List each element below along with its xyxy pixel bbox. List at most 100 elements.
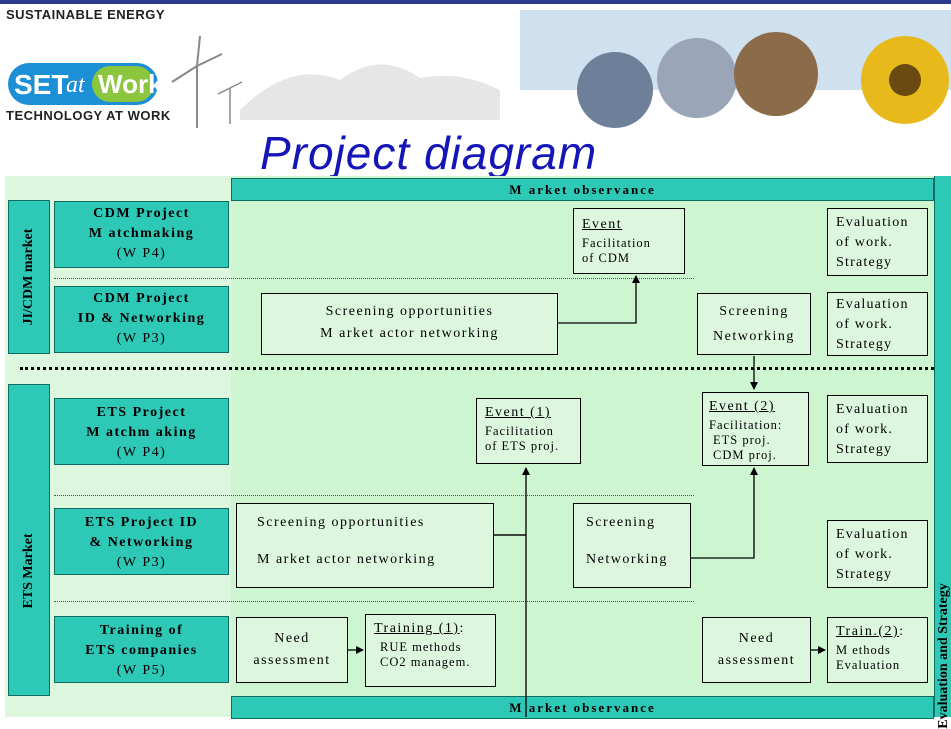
- need-assessment-box-2: Need assessment: [702, 617, 811, 683]
- box-line: Screening: [719, 304, 789, 319]
- box-line: Evaluation: [836, 658, 901, 672]
- box-line: Evaluation: [836, 402, 909, 417]
- box-line: of work.: [836, 547, 894, 562]
- box-line: Need: [274, 631, 310, 646]
- box-title-colon: :: [899, 624, 905, 639]
- market-observance-top: M arket observance: [231, 178, 934, 201]
- box-line: Strategy: [836, 255, 893, 270]
- evaluation-box-ets-networking: Evaluation of work. Strategy: [827, 520, 928, 588]
- evaluation-box-cdm-networking: Evaluation of work. Strategy: [827, 292, 928, 356]
- cdm-screening-networking-box: Screening Networking: [697, 293, 811, 355]
- wp-cdm-matchmaking: CDM Project M atchmaking (W P4): [54, 201, 229, 268]
- box-title: Event (1): [485, 405, 551, 420]
- box-line: CO2 managem.: [380, 655, 471, 669]
- logo-work: Work: [98, 69, 163, 99]
- box-line: assessment: [253, 653, 331, 668]
- box-line: Strategy: [836, 442, 893, 457]
- logo-tagline-top: SUSTAINABLE ENERGY: [6, 7, 165, 22]
- box-title-colon: :: [459, 621, 465, 636]
- box-line: Need: [738, 631, 775, 646]
- box-title: Train.(2): [836, 624, 900, 639]
- box-line: M arket actor networking: [320, 326, 499, 341]
- box-line: Evaluation: [836, 527, 909, 542]
- ets-screening-networking-box: Screening Networking: [573, 503, 691, 588]
- wp-title-line2: M atchmaking: [88, 226, 195, 241]
- top-border: [0, 0, 951, 4]
- cdm-screening-box: Screening opportunities M arket actor ne…: [261, 293, 558, 355]
- section-divider: [20, 367, 934, 370]
- wp-title-line1: Training of: [99, 623, 184, 638]
- wp-title-line2: & Networking: [89, 535, 194, 550]
- box-title: Event (2): [709, 399, 775, 414]
- ets-event1-box: Event (1) Facilitation of ETS proj.: [476, 398, 581, 464]
- cdm-event-box: Event Facilitation of CDM: [573, 208, 685, 274]
- header-graphics: [171, 10, 951, 128]
- need-assessment-box: Need assessment: [236, 617, 348, 683]
- box-line: Screening: [586, 515, 656, 530]
- wp-code: (W P3): [116, 331, 167, 346]
- box-line: of ETS proj.: [485, 439, 560, 453]
- wp-code: (W P4): [116, 246, 167, 261]
- wp-title-line1: CDM Project: [93, 291, 190, 306]
- wp-code: (W P3): [116, 555, 167, 570]
- box-line: Facilitation: [582, 236, 651, 250]
- box-line: Evaluation: [836, 297, 909, 312]
- row-divider: [54, 278, 694, 279]
- box-line: Networking: [586, 552, 668, 567]
- box-line: M ethods: [836, 643, 891, 657]
- evaluation-box-cdm-matchmaking: Evaluation of work. Strategy: [827, 208, 928, 276]
- logo-at: at: [66, 72, 85, 98]
- box-line: Strategy: [836, 567, 893, 582]
- photo-strip: [520, 10, 951, 128]
- box-line: M arket actor networking: [257, 552, 436, 567]
- box-title: Training (1): [374, 621, 460, 636]
- box-line: of work.: [836, 317, 894, 332]
- wp-ets-id-networking: ETS Project ID & Networking (W P3): [54, 508, 229, 575]
- box-line: of work.: [836, 422, 894, 437]
- jicdm-market-sidebar: JI/CDM market: [8, 200, 50, 354]
- wp-title-line1: ETS Project ID: [84, 515, 199, 530]
- wp-title-line2: ETS companies: [85, 643, 198, 658]
- arrow-training1-to-event1-line-up: [522, 467, 530, 717]
- wp-ets-matchmaking: ETS Project M atchm aking (W P4): [54, 398, 229, 465]
- ets-screening-box: Screening opportunities M arket actor ne…: [236, 503, 494, 588]
- box-line: assessment: [717, 653, 796, 668]
- evaluation-strategy-bar: Evaluation and Strategy: [934, 176, 951, 729]
- box-line: RUE methods: [380, 640, 462, 654]
- row-divider: [54, 495, 694, 496]
- box-line: Strategy: [836, 337, 893, 352]
- training1-box: Training (1): RUE methods CO2 managem.: [365, 614, 496, 687]
- wp-cdm-id-networking: CDM Project ID & Networking (W P3): [54, 286, 229, 353]
- page-title: Project diagram: [260, 127, 598, 179]
- wp-title-line2: M atchm aking: [86, 425, 197, 440]
- evaluation-box-ets-matchmaking: Evaluation of work. Strategy: [827, 395, 928, 463]
- wp-code: (W P5): [116, 663, 167, 678]
- arrow-ets-screening2-to-event2: [691, 467, 758, 559]
- mountain-shape: [240, 64, 500, 120]
- box-line: Screening opportunities: [325, 304, 494, 319]
- ets-event2-box: Event (2) Facilitation: ETS proj. CDM pr…: [702, 392, 809, 466]
- training2-box: Train.(2): M ethods Evaluation: [827, 617, 928, 683]
- logo-work-pill: [92, 66, 154, 102]
- logo-set: SET: [14, 69, 69, 100]
- box-line: Screening opportunities: [257, 515, 425, 530]
- box-line: Networking: [713, 329, 795, 344]
- box-line: of CDM: [582, 251, 631, 265]
- arrow-cdm-screening-to-event: [558, 275, 640, 324]
- box-line: ETS proj.: [713, 433, 771, 447]
- box-line: Facilitation: [485, 424, 554, 438]
- wp-title-line1: ETS Project: [96, 405, 187, 420]
- box-line: Evaluation: [836, 215, 909, 230]
- wp-title-line1: CDM Project: [93, 206, 190, 221]
- wp-title-line2: ID & Networking: [77, 311, 206, 326]
- box-line: of work.: [836, 235, 894, 250]
- wp-ets-training: Training of ETS companies (W P5): [54, 616, 229, 683]
- box-title: Event: [582, 217, 623, 232]
- logo-tagline-bottom: TECHNOLOGY AT WORK: [6, 108, 171, 123]
- row-divider: [54, 601, 694, 602]
- box-line: CDM proj.: [713, 448, 777, 462]
- wind-turbine-icon: [171, 35, 243, 128]
- wp-code: (W P4): [116, 445, 167, 460]
- ets-market-sidebar: ETS Market: [8, 384, 50, 696]
